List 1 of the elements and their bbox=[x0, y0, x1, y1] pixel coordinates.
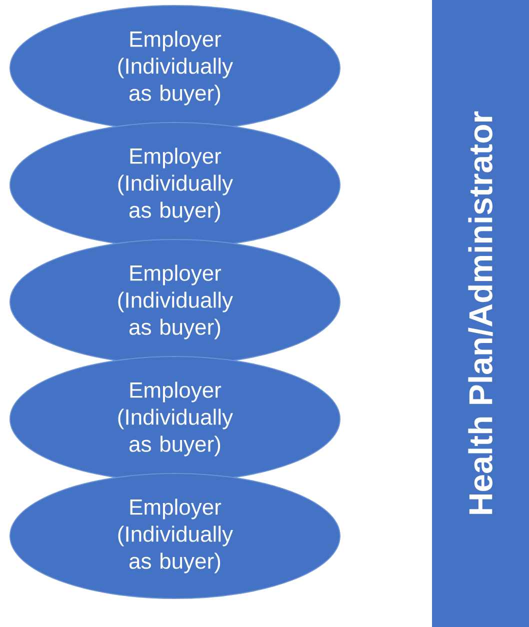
vertical-bar: Health Plan/Administrator bbox=[432, 0, 529, 627]
